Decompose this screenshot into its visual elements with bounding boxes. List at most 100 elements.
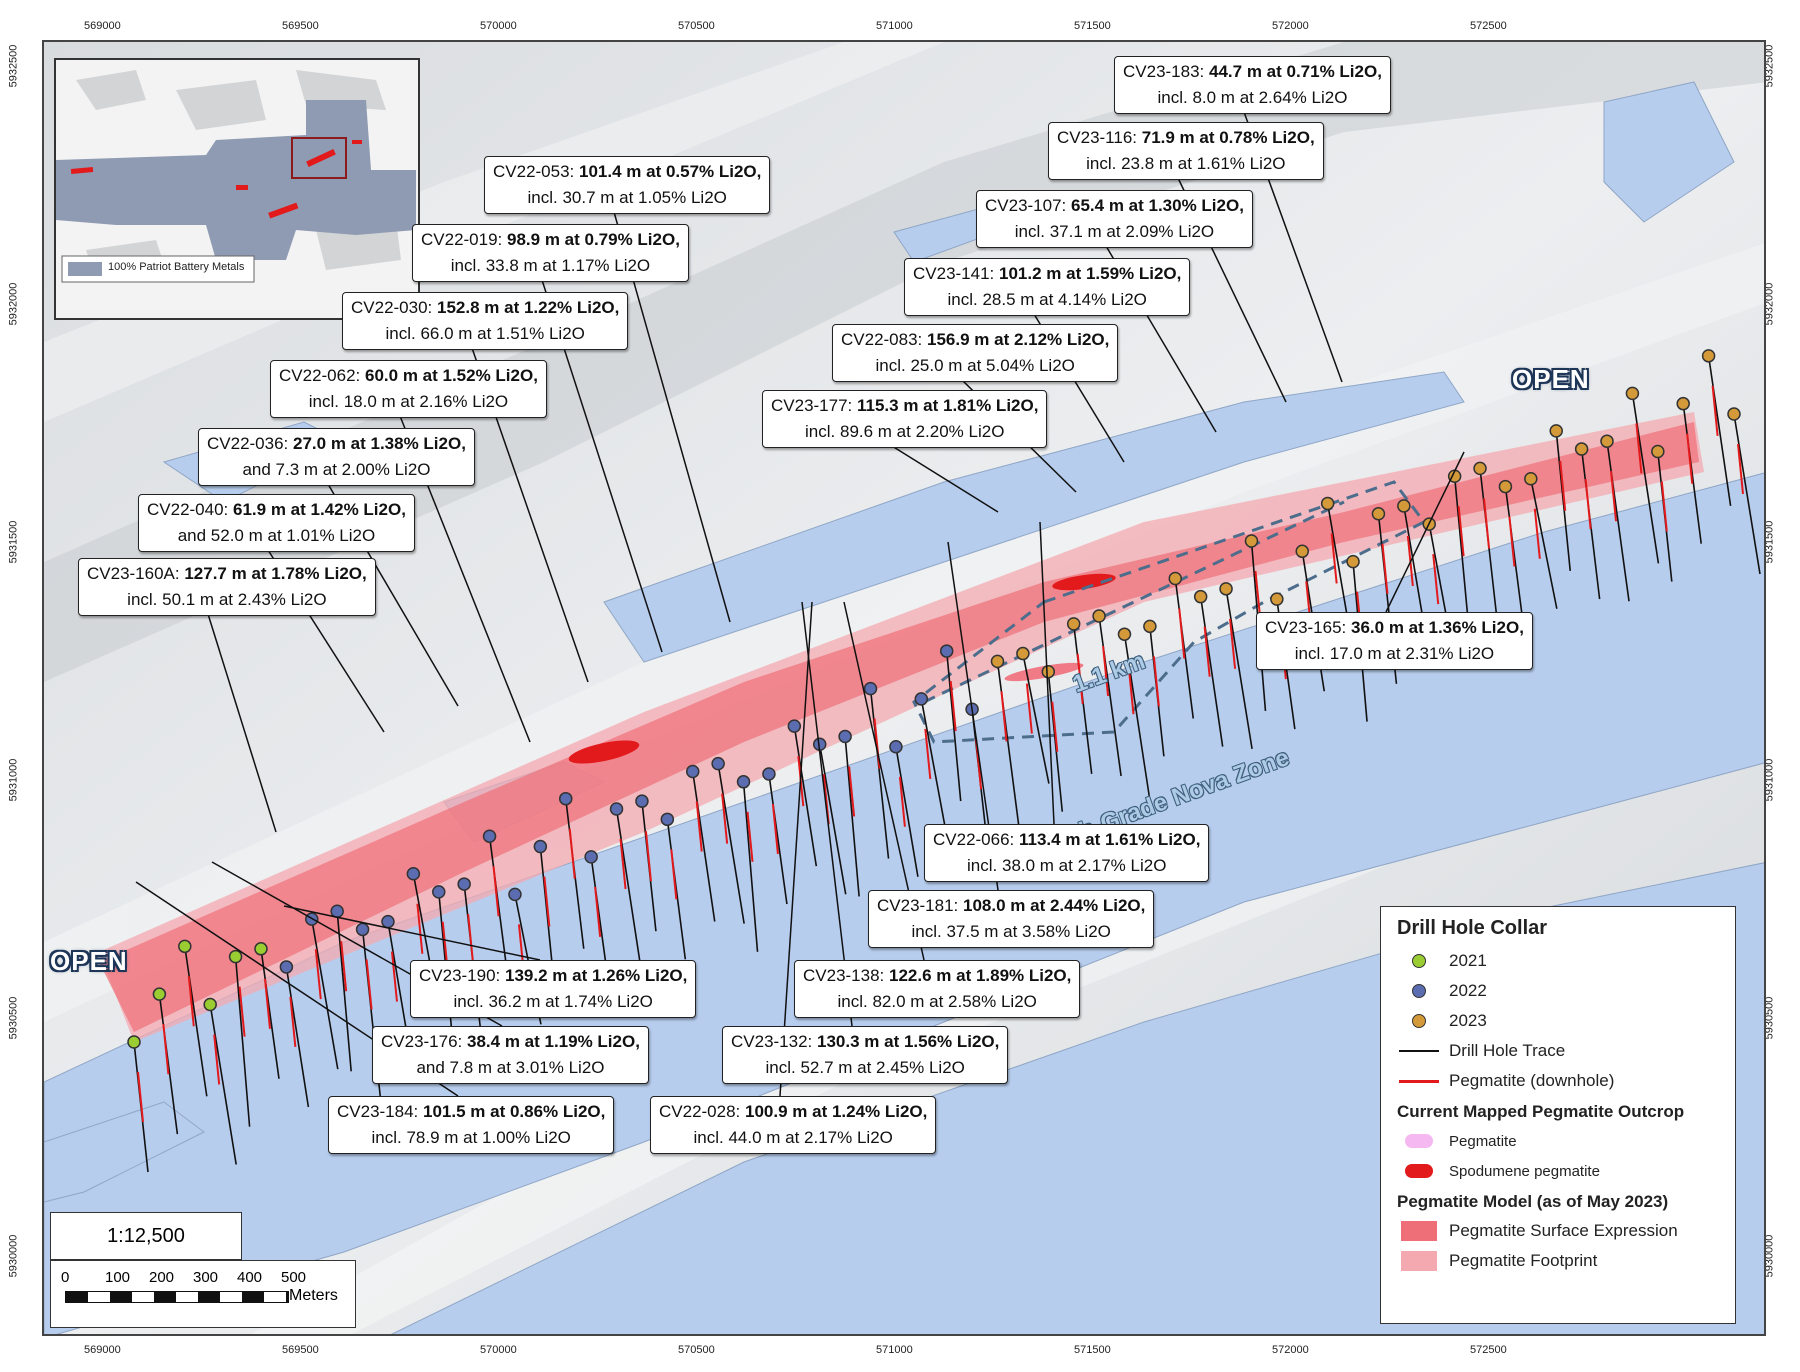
- drill-hole-collar[interactable]: [1295, 544, 1310, 559]
- drill-hole-trace: [1530, 478, 1558, 609]
- pegmatite-interval: [848, 766, 856, 817]
- drill-hole-collar[interactable]: [203, 997, 217, 1012]
- drill-hole-collar[interactable]: [1600, 434, 1614, 448]
- drill-hole-trace: [1453, 476, 1470, 627]
- drill-hole-collar[interactable]: [1651, 444, 1665, 459]
- drill-hole-collar[interactable]: [1625, 386, 1640, 401]
- drill-hole-trace: [945, 651, 962, 802]
- drill-hole-collar[interactable]: [1092, 609, 1106, 623]
- drill-hole-collar[interactable]: [127, 1035, 141, 1049]
- callout-included-interval: incl. 66.0 m at 1.51% Li2O: [385, 324, 585, 343]
- legend-2023: 2023: [1397, 1006, 1719, 1036]
- spodumene-outcrop: [1052, 573, 1116, 591]
- drill-hole-collar[interactable]: [482, 829, 497, 843]
- drill-hole-collar[interactable]: [609, 802, 624, 816]
- y-tick-label: 5932500: [7, 44, 20, 88]
- callout-leader-line: [891, 445, 999, 513]
- collar-2021-icon: [1412, 954, 1426, 968]
- drill-hole-collar[interactable]: [1117, 627, 1132, 641]
- drill-hole-collar[interactable]: [1270, 592, 1284, 606]
- callout-interval: 108.0 m at 2.44% Li2O,: [958, 896, 1146, 915]
- scale-tick-label: 400: [237, 1269, 263, 1286]
- drill-hole-collar[interactable]: [863, 681, 878, 696]
- drill-hole-collar[interactable]: [660, 812, 675, 827]
- drill-hole-collar[interactable]: [254, 942, 268, 956]
- drill-hole-collar[interactable]: [838, 729, 852, 744]
- callout-interval: 113.4 m at 1.61% Li2O,: [1014, 830, 1201, 849]
- drill-hole-collar[interactable]: [381, 914, 395, 929]
- drill-hole-collar[interactable]: [457, 877, 471, 891]
- drill-hole-collar[interactable]: [1371, 507, 1386, 521]
- callout-leader-line: [1385, 451, 1465, 613]
- drill-hole-collar[interactable]: [1041, 664, 1056, 679]
- drill-hole-collar[interactable]: [1574, 442, 1589, 456]
- callout-included-interval: incl. 52.7 m at 2.45% Li2O: [765, 1058, 965, 1077]
- drill-hole-collar[interactable]: [1549, 424, 1563, 438]
- drill-hole-collar[interactable]: [762, 767, 776, 781]
- drill-hole-collar[interactable]: [330, 904, 344, 919]
- drill-hole-collar[interactable]: [990, 654, 1005, 669]
- drill-hole-collar[interactable]: [1320, 496, 1335, 511]
- drill-hole-trace: [1098, 615, 1122, 777]
- x-tick-label: 570500: [678, 20, 715, 32]
- drill-hole-trace: [184, 946, 208, 1097]
- callout-hole-id: CV22-028:: [659, 1102, 741, 1121]
- pegmatite-footprint: [99, 412, 1704, 1042]
- drill-hole-collar[interactable]: [635, 794, 649, 808]
- pegmatite-interval: [1152, 656, 1160, 707]
- drill-hole-collar[interactable]: [939, 644, 954, 658]
- drill-hole-collar[interactable]: [711, 756, 725, 771]
- drill-hole-collar[interactable]: [178, 939, 192, 954]
- callout-included-interval: incl. 8.0 m at 2.64% Li2O: [1157, 88, 1348, 107]
- callout-interval: 115.3 m at 1.81% Li2O,: [852, 396, 1039, 415]
- drill-hole-collar[interactable]: [533, 839, 548, 854]
- drill-hole-trace: [1022, 653, 1050, 784]
- drill-hole-collar[interactable]: [1524, 471, 1538, 486]
- drill-hole-collar[interactable]: [1727, 407, 1741, 421]
- callout-included-interval: incl. 28.5 m at 4.14% Li2O: [947, 290, 1147, 309]
- drill-hole-collar[interactable]: [1498, 479, 1513, 494]
- drill-hole-collar[interactable]: [736, 775, 751, 789]
- drill-hole-collar[interactable]: [152, 987, 167, 1001]
- legend-pegmatite-downhole: Pegmatite (downhole): [1397, 1066, 1719, 1096]
- x-tick-label: 570000: [480, 20, 517, 32]
- drill-hole-collar[interactable]: [787, 719, 802, 733]
- drill-hole-collar[interactable]: [1143, 619, 1157, 634]
- map-frame[interactable]: 100% Patriot Battery Metals OPEN OPEN 1.…: [42, 40, 1766, 1336]
- drill-hole-collar[interactable]: [355, 922, 370, 937]
- callout-interval: 44.7 m at 0.71% Li2O,: [1204, 62, 1382, 81]
- drill-hole-trace: [1606, 441, 1630, 602]
- drill-hole-collar[interactable]: [558, 791, 573, 806]
- drill-hole-collar[interactable]: [279, 960, 294, 974]
- drill-hole-collar[interactable]: [508, 887, 522, 902]
- drill-hole-trace: [1631, 393, 1660, 564]
- drill-hole-collar[interactable]: [1066, 617, 1081, 631]
- pegmatite-interval: [1483, 498, 1491, 549]
- drill-hole-collar[interactable]: [1473, 461, 1487, 476]
- callout-leader-line: [283, 905, 541, 961]
- drill-hole-collar[interactable]: [1168, 571, 1183, 586]
- drill-hole-collar[interactable]: [1701, 349, 1716, 363]
- pegmatite-surface-expression: [99, 422, 1699, 1032]
- callout-cv23-184: CV23-184: 101.5 m at 0.86% Li2O,incl. 78…: [328, 1096, 615, 1154]
- drill-hole-collar[interactable]: [1193, 589, 1208, 604]
- drill-hole-collar[interactable]: [406, 866, 421, 881]
- drill-hole-collar[interactable]: [1676, 396, 1690, 411]
- drill-hole-collar[interactable]: [1016, 646, 1030, 661]
- drill-hole-collar[interactable]: [685, 764, 700, 779]
- drill-hole-collar[interactable]: [1346, 554, 1360, 569]
- scale-bar-graphic: [65, 1291, 289, 1303]
- drill-hole-collar[interactable]: [1244, 534, 1259, 548]
- drill-hole-collar[interactable]: [432, 885, 446, 899]
- drill-hole-collar[interactable]: [889, 740, 903, 754]
- drill-hole-trace: [209, 1004, 237, 1165]
- drill-hole-collar[interactable]: [914, 692, 929, 706]
- callout-hole-id: CV23-160A:: [87, 564, 180, 583]
- pegmatite-interval: [263, 978, 271, 1029]
- drill-hole-collar[interactable]: [584, 850, 598, 864]
- pegmatite-interval: [543, 876, 551, 927]
- drill-hole-collar[interactable]: [1219, 582, 1233, 596]
- drill-hole-collar[interactable]: [1397, 499, 1411, 513]
- drill-hole-collar[interactable]: [228, 949, 243, 964]
- callout-hole-id: CV23-183:: [1123, 62, 1205, 81]
